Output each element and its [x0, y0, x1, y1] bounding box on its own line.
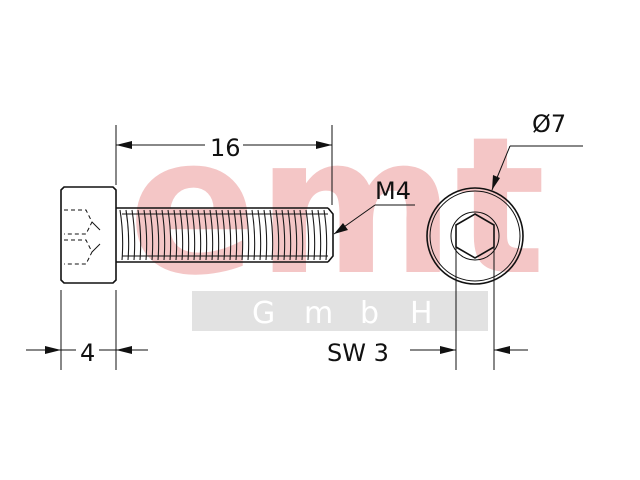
head-outer-circle: [426, 187, 524, 285]
arrow-head-right: [116, 346, 132, 354]
thread-crest: [119, 209, 124, 261]
thread-crest: [215, 209, 220, 261]
thread-crest: [173, 209, 178, 261]
thread-crest: [269, 209, 274, 261]
watermark-logo-text: emt: [128, 96, 546, 317]
thread-crest: [293, 209, 298, 261]
thread-crest: [317, 209, 322, 261]
socket-bevel-2: [91, 243, 101, 253]
length-label: 16: [210, 134, 241, 162]
thread-crest: [125, 209, 130, 261]
screw-end-view: [426, 187, 524, 285]
thread-crest: [209, 209, 214, 261]
thread-crest: [155, 209, 160, 261]
thread-crest: [167, 209, 172, 261]
arrow-socket-left: [440, 346, 456, 354]
dimension-thread: M4: [333, 177, 415, 235]
dimension-head-diameter: Ø7: [491, 110, 583, 191]
thread-crest: [245, 209, 250, 261]
thread-crest: [239, 209, 244, 261]
watermark-sub-2: m: [304, 296, 333, 331]
head-height-label: 4: [80, 339, 95, 367]
thread-crest: [143, 209, 148, 261]
thread-crest: [299, 209, 304, 261]
thread-crest: [323, 209, 328, 261]
thread-crest: [161, 209, 166, 261]
dimension-length: 16: [115, 125, 333, 205]
thread-crest: [149, 209, 154, 261]
arrow-left: [116, 141, 132, 149]
hex-socket: [455, 213, 495, 259]
thread-crest: [257, 209, 262, 261]
thread-crest: [185, 209, 190, 261]
thread-crest: [251, 209, 256, 261]
thread-crest: [197, 209, 202, 261]
thread-leader-arrow: [334, 223, 348, 234]
thread-crest: [221, 209, 226, 261]
arrow-head-left: [45, 346, 61, 354]
socket-size-label: SW 3: [327, 339, 389, 367]
socket-bevel: [91, 221, 101, 231]
thread-crest: [287, 209, 292, 261]
thread-crest: [305, 209, 310, 261]
screw-side-view: [60, 186, 334, 284]
watermark-band: [192, 291, 488, 331]
dimension-socket: SW 3: [327, 236, 528, 370]
watermark: emt G m b H: [128, 96, 546, 331]
watermark-sub-4: H: [410, 296, 433, 331]
thread-crest: [275, 209, 280, 261]
socket-hidden-lines-2: [64, 239, 93, 265]
thread-crest: [203, 209, 208, 261]
thread-crest: [311, 209, 316, 261]
thread-crest: [179, 209, 184, 261]
thread-crest: [233, 209, 238, 261]
dimension-head-height: 4: [26, 290, 148, 370]
diameter-leader-arrow: [492, 175, 500, 190]
screw-head: [60, 186, 117, 284]
thread-pattern: [119, 209, 328, 261]
thread-crest: [137, 209, 142, 261]
thread-crest: [227, 209, 232, 261]
diameter-label: Ø7: [532, 110, 566, 138]
socket-hidden-lines: [64, 209, 93, 235]
watermark-sub-3: b: [360, 296, 379, 331]
shank-tip: [327, 207, 334, 263]
socket-circle: [450, 211, 500, 261]
thread-crest: [281, 209, 286, 261]
thread-crest: [191, 209, 196, 261]
thread-crest: [131, 209, 136, 261]
watermark-sub-1: G: [252, 296, 275, 331]
arrow-socket-right: [494, 346, 510, 354]
arrow-right: [316, 141, 332, 149]
head-chamfer-circle: [429, 190, 521, 282]
thread-label: M4: [375, 177, 411, 205]
thread-crest: [263, 209, 268, 261]
